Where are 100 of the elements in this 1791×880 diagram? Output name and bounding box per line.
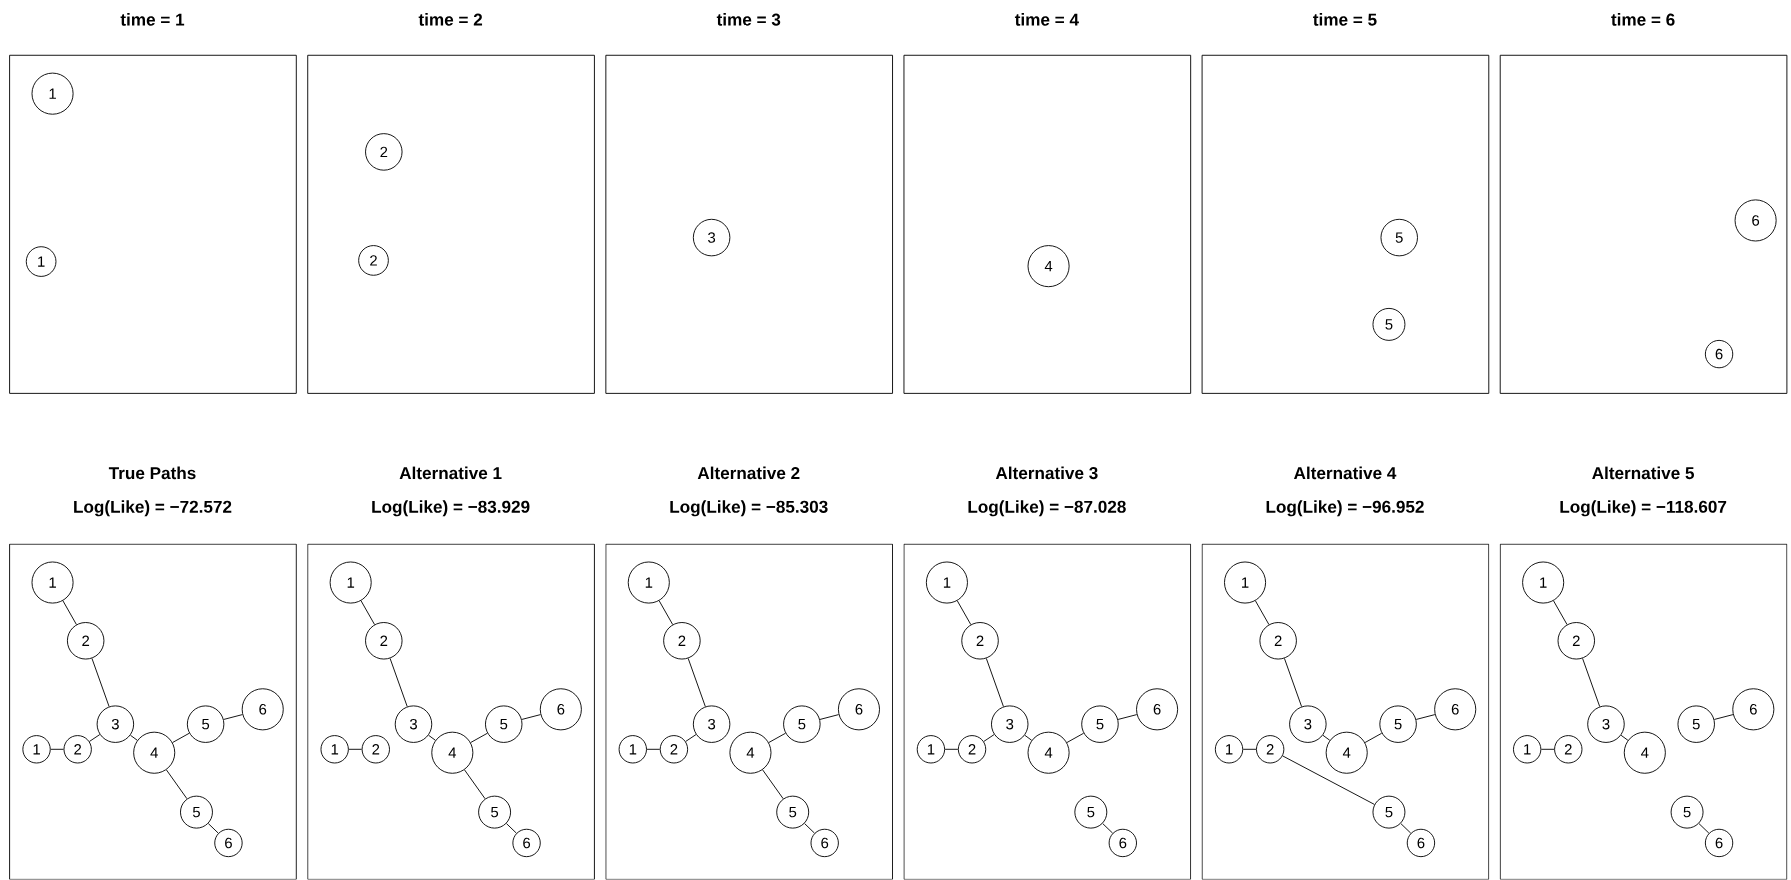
- track-point: 2: [1557, 622, 1595, 660]
- track-point: 2: [663, 622, 701, 660]
- track-line: [172, 733, 190, 744]
- track-line: [360, 600, 375, 626]
- track-point: 1: [1513, 735, 1542, 764]
- track-line: [1620, 735, 1629, 741]
- track-point: 1: [329, 561, 372, 604]
- panel-title: Log(Like) = −118.607: [1560, 500, 1727, 517]
- track-line: [983, 734, 995, 743]
- track-point: 2: [365, 622, 403, 660]
- track-line: [687, 658, 706, 708]
- track-point: 5: [1372, 795, 1406, 829]
- track-point: 5: [478, 795, 512, 829]
- track-line: [1254, 600, 1270, 626]
- track-point: 1: [31, 72, 74, 115]
- track-point: 1: [1522, 561, 1565, 604]
- track-point: 6: [1732, 688, 1775, 731]
- track-line: [348, 749, 363, 750]
- track-line: [1066, 733, 1085, 744]
- track-line: [62, 600, 77, 626]
- track-line: [1242, 749, 1257, 750]
- track-line: [505, 823, 517, 834]
- track-line: [1102, 823, 1114, 834]
- track-line: [1117, 714, 1138, 721]
- track-point: 4: [729, 731, 772, 774]
- track-line: [521, 714, 541, 721]
- track-line: [646, 749, 661, 750]
- track-line: [1024, 735, 1033, 741]
- track-line: [89, 734, 101, 743]
- track-line: [1364, 733, 1383, 744]
- track-point: 5: [485, 705, 523, 744]
- track-point: 5: [1379, 705, 1417, 744]
- track-point: 5: [1677, 705, 1715, 744]
- track-point: 2: [961, 622, 999, 660]
- track-line: [1540, 749, 1555, 750]
- track-point: 6: [837, 688, 880, 731]
- panel-title: time = 2: [418, 13, 483, 26]
- track-point: 5: [1670, 795, 1704, 829]
- track-point: 5: [186, 705, 225, 744]
- panel-title: Log(Like) = −72.572: [74, 500, 232, 517]
- track-point: 1: [25, 246, 57, 278]
- track-line: [1400, 823, 1412, 834]
- track-line: [819, 714, 840, 721]
- panel-title: Log(Like) = −83.929: [372, 500, 530, 517]
- track-point: 6: [241, 688, 284, 731]
- track-point: 5: [1372, 308, 1406, 342]
- track-line: [956, 600, 972, 626]
- track-point: 1: [1224, 561, 1267, 604]
- track-point: 2: [365, 133, 403, 171]
- panel-title: Log(Like) = −87.028: [968, 500, 1126, 517]
- track-point: 3: [692, 705, 731, 744]
- track-line: [1698, 823, 1710, 834]
- panel-title: Alternative 2: [697, 466, 800, 480]
- track-line: [91, 658, 110, 708]
- track-line: [944, 749, 959, 750]
- panel-title: Log(Like) = −85.303: [670, 500, 828, 517]
- track-line: [1553, 600, 1568, 626]
- track-line: [389, 658, 408, 708]
- track-point: 6: [1406, 829, 1436, 858]
- track-point: 6: [214, 829, 243, 858]
- track-line: [50, 749, 64, 750]
- track-point: 3: [394, 705, 433, 744]
- track-point: 1: [31, 561, 74, 604]
- track-point: 5: [776, 795, 810, 829]
- track-point: 6: [810, 829, 839, 858]
- track-point: 6: [1434, 688, 1477, 731]
- track-point: 6: [512, 829, 541, 858]
- track-line: [470, 733, 488, 744]
- track-line: [985, 658, 1004, 708]
- track-point: 1: [627, 561, 670, 604]
- track-point: 4: [1027, 731, 1070, 774]
- panel-title: time = 6: [1611, 13, 1675, 26]
- track-line: [428, 735, 436, 741]
- panel-title: Log(Like) = −96.952: [1266, 500, 1424, 517]
- track-line: [804, 823, 815, 834]
- track-point: 4: [133, 731, 176, 774]
- track-point: 3: [692, 219, 731, 257]
- track-point: 3: [991, 705, 1029, 744]
- track-point: 4: [1623, 731, 1666, 774]
- track-point: 2: [1554, 735, 1583, 764]
- track-line: [762, 769, 784, 800]
- track-point: 4: [431, 731, 474, 774]
- panel-title: True Paths: [108, 466, 196, 480]
- track-point: 2: [1259, 622, 1297, 660]
- track-point: 2: [358, 245, 389, 276]
- track-line: [1282, 755, 1375, 806]
- track-point: 5: [180, 795, 213, 829]
- track-line: [223, 714, 243, 721]
- panel-title: Alternative 4: [1294, 466, 1397, 480]
- track-line: [1713, 714, 1734, 721]
- panel-title: time = 5: [1313, 13, 1377, 26]
- track-point: 6: [1108, 829, 1137, 858]
- track-line: [1284, 658, 1303, 708]
- track-point: 4: [1027, 245, 1070, 288]
- track-line: [165, 769, 188, 800]
- track-point: 1: [1214, 735, 1244, 764]
- panel-title: Alternative 1: [399, 466, 502, 480]
- track-point: 5: [1074, 795, 1108, 829]
- track-point: 2: [66, 622, 105, 660]
- track-point: 3: [96, 705, 135, 744]
